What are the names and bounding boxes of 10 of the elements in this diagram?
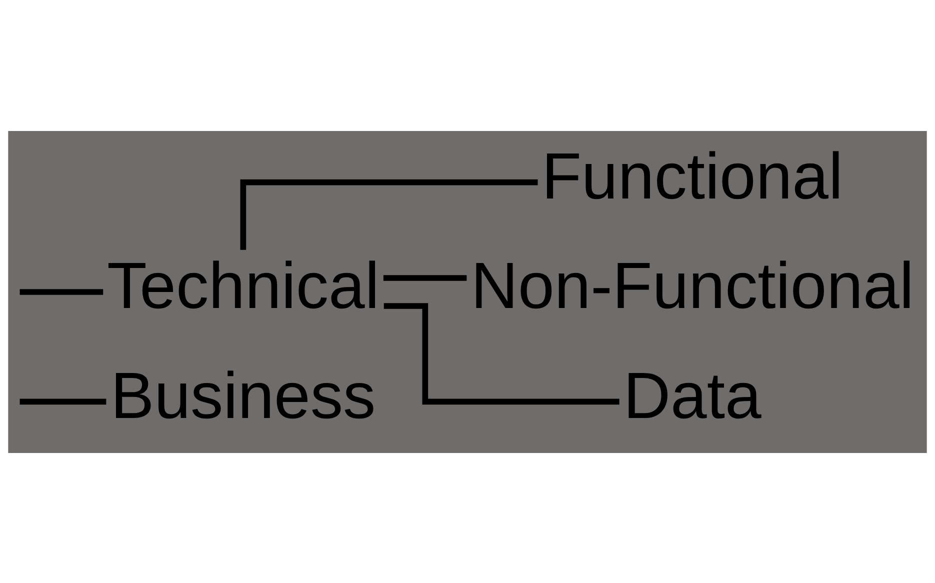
- connector: [20, 288, 104, 294]
- connector: [20, 398, 106, 404]
- node-text: Non-Functional: [470, 248, 914, 322]
- node-text: Functional: [542, 138, 844, 212]
- node-text: Technical: [106, 248, 380, 322]
- connector: [383, 274, 467, 280]
- node-text: Data: [623, 358, 762, 432]
- connector: [384, 302, 620, 404]
- connector: [240, 178, 538, 250]
- node-text: Business: [110, 358, 376, 432]
